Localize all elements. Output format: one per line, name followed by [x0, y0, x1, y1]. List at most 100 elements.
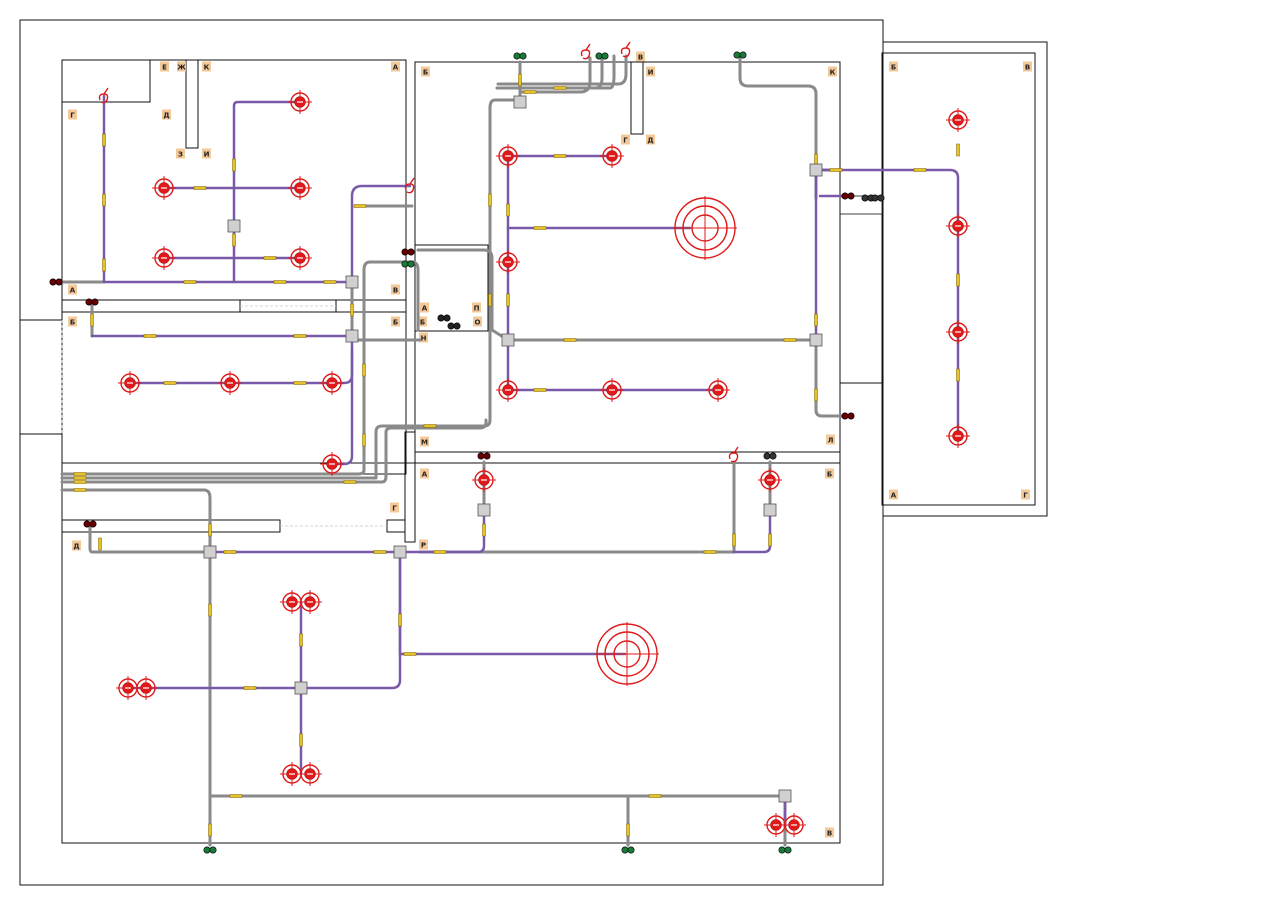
room-label: Е: [160, 61, 169, 72]
room-label: М: [420, 436, 429, 447]
junction-box-icon: [809, 333, 823, 347]
insulation-mark: [423, 424, 437, 428]
room-label: О: [473, 316, 482, 327]
junction-box-icon: [227, 219, 241, 233]
insulation-mark: [913, 168, 927, 172]
insulation-mark: [232, 158, 236, 172]
insulation-mark: [783, 338, 797, 342]
svg-text:И: И: [648, 69, 654, 77]
room-label: Ж: [177, 61, 186, 72]
insulation-mark: [299, 733, 303, 747]
switches: [98, 41, 739, 463]
junction-box-icon: [501, 333, 515, 347]
insulation-mark: [263, 256, 277, 260]
insulation-mark: [488, 193, 492, 207]
room-labels: ГДЕЖКЗИАВБАБВБНЛМБВИГДКАПОНЛМАБВГДРБВАГ: [68, 51, 1032, 838]
junction-box-icon: [345, 275, 359, 289]
insulation-mark: [208, 603, 212, 617]
insulation-mark: [102, 133, 106, 147]
svg-text:П: П: [474, 305, 480, 313]
lamp-icon: [946, 214, 970, 238]
svg-text:О: О: [475, 319, 481, 327]
insulation-mark: [350, 303, 354, 317]
svg-text:Б: Б: [70, 319, 75, 327]
svg-text:Б: Б: [827, 471, 832, 479]
insulation-mark: [208, 523, 212, 537]
insulation-mark: [299, 633, 303, 647]
room-label: Г: [390, 502, 399, 513]
room-label: Д: [162, 109, 171, 120]
outlet-icon: [203, 846, 217, 854]
room-label: А: [420, 468, 429, 479]
svg-text:В: В: [393, 287, 398, 295]
lamp-icon: [288, 246, 312, 270]
svg-text:А: А: [422, 471, 428, 479]
svg-text:К: К: [830, 69, 836, 77]
lamp-icon: [288, 90, 312, 114]
insulation-mark: [293, 334, 307, 338]
room-label: Б: [825, 468, 834, 479]
room-label: Б: [418, 316, 427, 327]
insulation-mark: [323, 280, 337, 284]
outlet-icon: [841, 412, 855, 420]
lamp-icon: [706, 378, 730, 402]
svg-text:Н: Н: [421, 335, 427, 343]
insulation-mark: [956, 368, 960, 382]
junction-box-icon: [393, 545, 407, 559]
purple-cables: [90, 94, 960, 828]
insulation-mark: [553, 86, 567, 90]
svg-text:Г: Г: [623, 137, 628, 145]
room-label: И: [646, 66, 655, 77]
svg-text:А: А: [70, 287, 76, 295]
junction-box-icon: [345, 329, 359, 343]
insulation-mark: [648, 794, 662, 798]
insulation-mark: [488, 293, 492, 307]
insulation-mark: [403, 652, 417, 656]
junction-box-icon: [203, 545, 217, 559]
insulation-mark: [956, 273, 960, 287]
lamp-icon: [946, 320, 970, 344]
insulation-mark: [626, 823, 630, 837]
insulation-mark: [163, 381, 177, 385]
large-lamp-icon: [673, 196, 737, 260]
junction-box-icon: [477, 503, 491, 517]
insulation-mark: [98, 537, 102, 551]
room-label: Д: [72, 540, 81, 551]
switch-icon: [404, 177, 415, 194]
svg-text:А: А: [393, 64, 399, 72]
insulation-mark: [193, 186, 207, 190]
room-label: В: [391, 284, 400, 295]
insulation-mark: [814, 388, 818, 402]
outlet-icon: [83, 520, 97, 528]
insulation-mark: [768, 533, 772, 547]
outlet-icon: [49, 278, 63, 286]
lamp-icon: [118, 371, 142, 395]
room-label: А: [68, 284, 77, 295]
insulation-mark: [703, 550, 717, 554]
lamp-icon: [298, 762, 322, 786]
room-label: Г: [621, 134, 630, 145]
insulation-mark: [73, 488, 87, 492]
insulation-mark: [506, 293, 510, 307]
insulation-mark: [362, 363, 366, 377]
insulation-mark: [73, 476, 87, 480]
insulation-mark: [102, 258, 106, 272]
insulation-mark: [956, 143, 960, 157]
room-label: З: [176, 148, 185, 159]
insulation-mark: [183, 280, 197, 284]
svg-text:А: А: [422, 305, 428, 313]
insulation-mark: [143, 334, 157, 338]
lamp-icon: [134, 676, 158, 700]
insulation-mark: [293, 381, 307, 385]
insulation-mark: [353, 204, 367, 208]
room-label: А: [420, 302, 429, 313]
room-label: В: [636, 51, 645, 62]
lamp-icon: [320, 371, 344, 395]
insulation-mark: [232, 233, 236, 247]
lamp-icon: [152, 246, 176, 270]
room-label: Р: [419, 539, 428, 550]
junction-box-icon: [763, 503, 777, 517]
svg-text:Д: Д: [163, 112, 169, 120]
large-lamp-icon: [595, 622, 659, 686]
